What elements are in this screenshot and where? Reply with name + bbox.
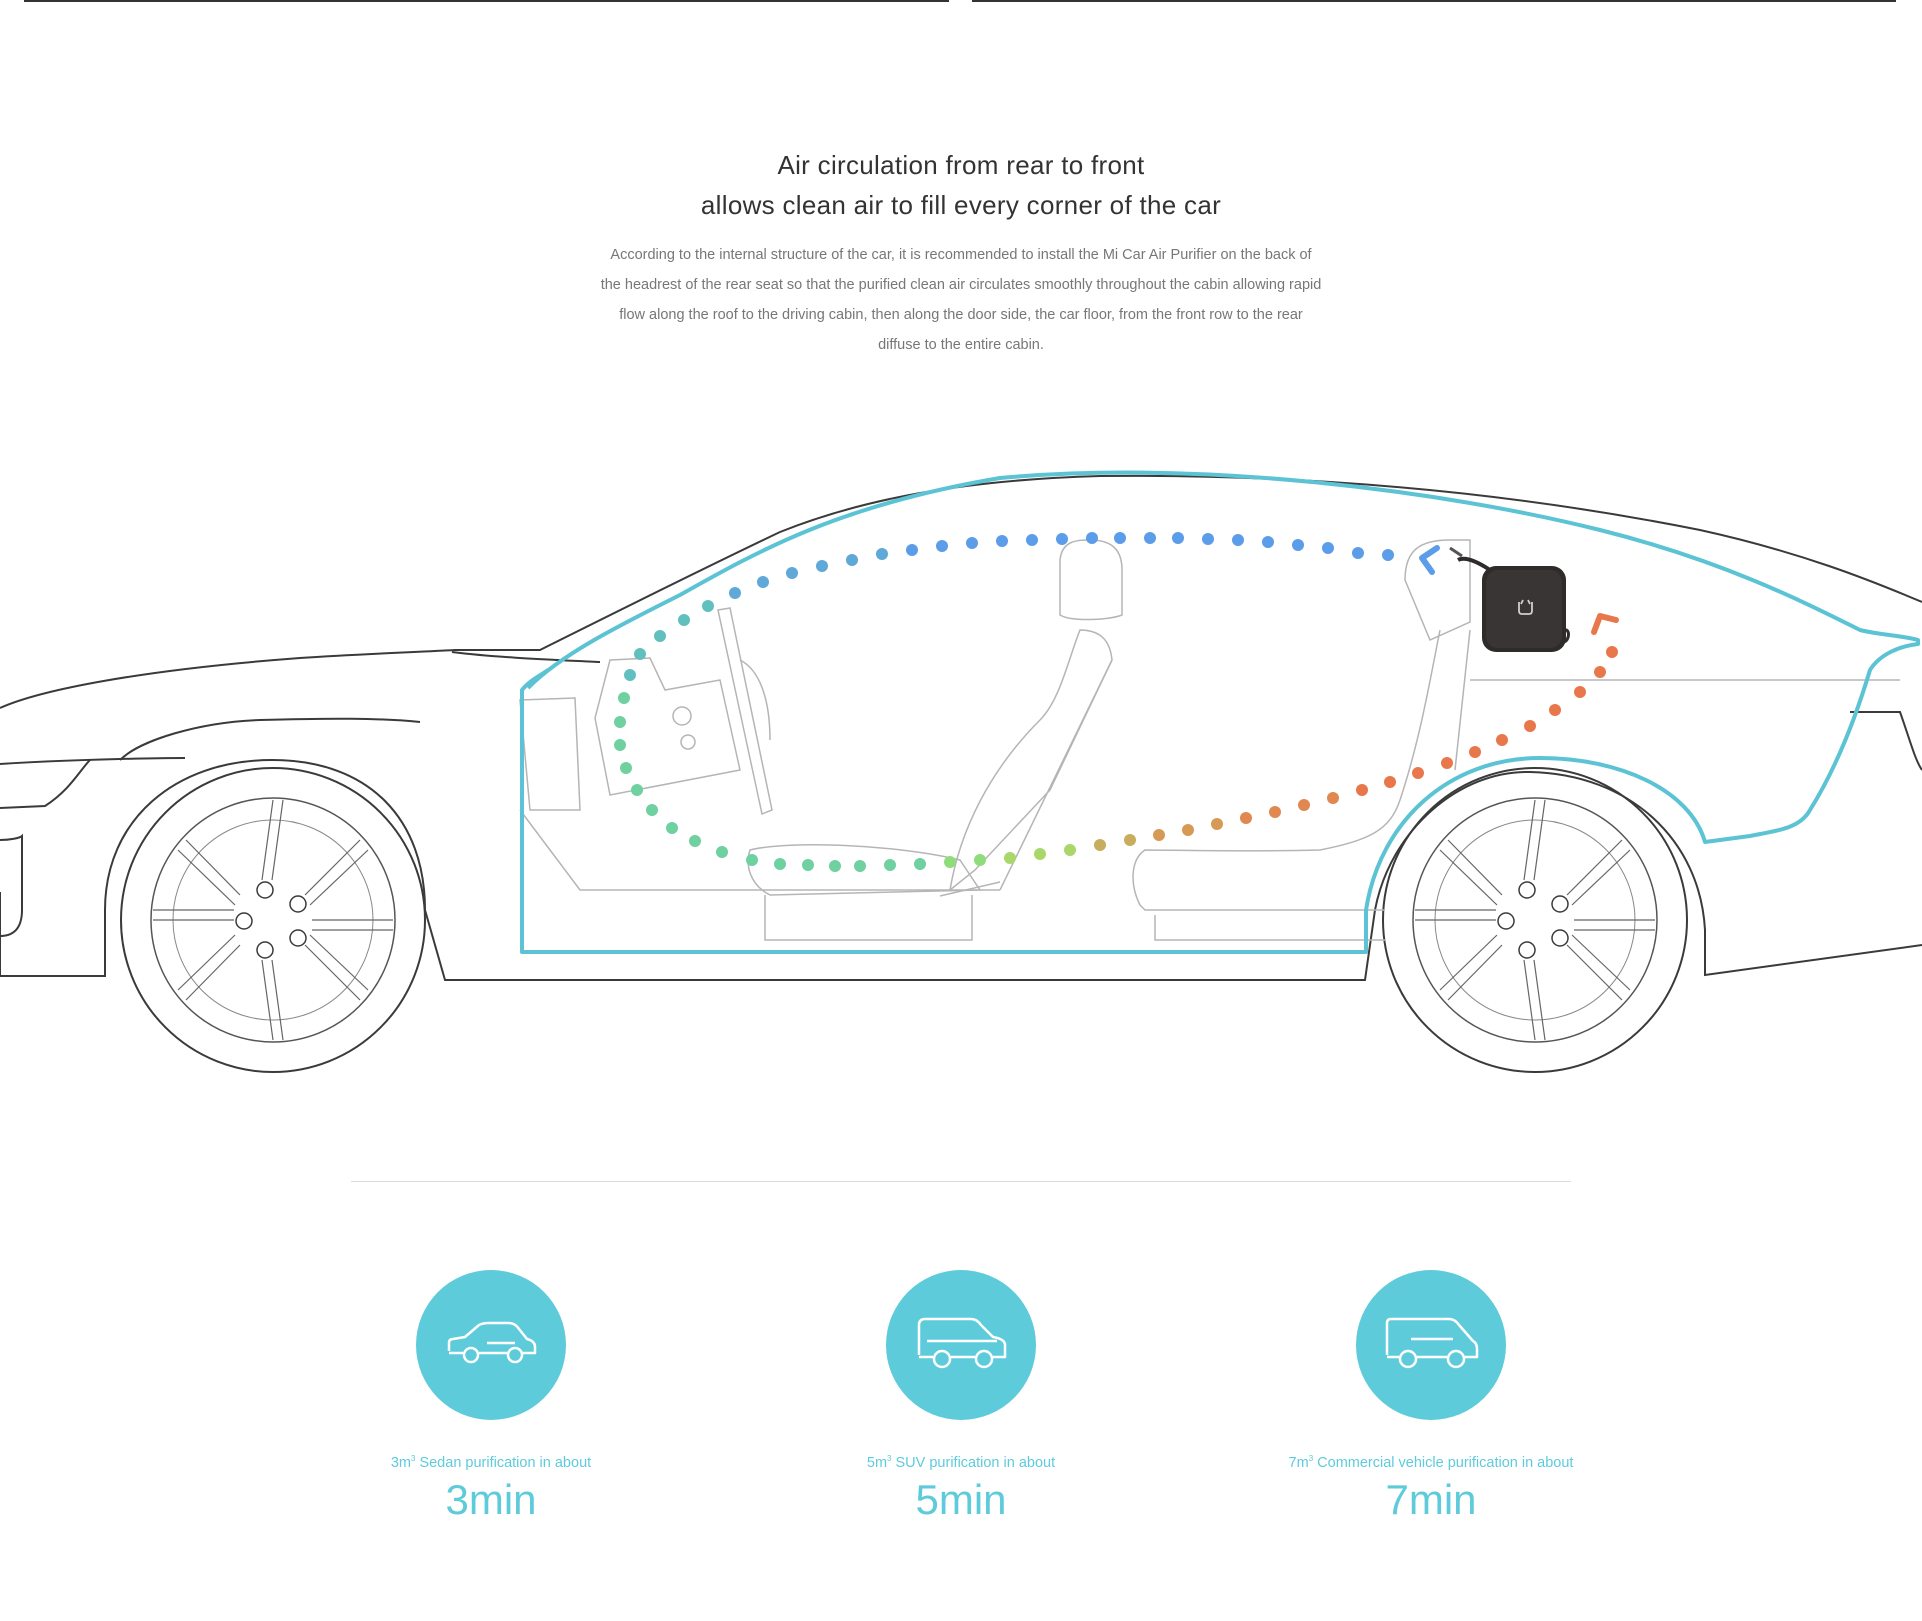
stat-sedan: 3m3 Sedan purification in about 3min xyxy=(291,1270,691,1526)
rear-wheel xyxy=(1382,767,1688,1073)
suv-icon-badge xyxy=(886,1270,1036,1420)
van-icon xyxy=(1385,1317,1479,1369)
stat-van-caption: 7m3 Commercial vehicle purification in a… xyxy=(1288,1454,1574,1471)
section-heading: Air circulation from rear to front allow… xyxy=(0,145,1922,225)
stat-van-time: 7min xyxy=(1385,1475,1477,1523)
airflow-arrow-orange xyxy=(1591,613,1619,635)
stat-suv-caption: 5m3 SUV purification in about xyxy=(866,1454,1056,1471)
stat-suv: 5m3 SUV purification in about 5min xyxy=(761,1270,1161,1526)
mi-logo-icon xyxy=(1518,599,1533,615)
heading-line-2: allows clean air to fill every corner of… xyxy=(700,190,1222,220)
airflow-dots xyxy=(614,532,1618,872)
stat-van: 7m3 Commercial vehicle purification in a… xyxy=(1231,1270,1631,1526)
section-description: According to the internal structure of t… xyxy=(600,247,1322,353)
section-divider xyxy=(351,1181,1571,1182)
cabin-interior xyxy=(519,539,1900,941)
van-icon-badge xyxy=(1356,1270,1506,1420)
heading-line-1: Air circulation from rear to front xyxy=(777,150,1145,180)
sedan-icon xyxy=(447,1321,537,1364)
sedan-icon-badge xyxy=(416,1270,566,1420)
cabin-outline xyxy=(520,470,1920,954)
front-wheel xyxy=(120,767,426,1073)
stat-suv-time: 5min xyxy=(915,1475,1007,1523)
car-airflow-illustration xyxy=(0,470,1922,1073)
purifier-device xyxy=(1449,546,1570,652)
top-divider-right xyxy=(972,0,1896,2)
airflow-arrow-blue xyxy=(1419,545,1440,575)
suv-icon xyxy=(917,1317,1007,1369)
stat-sedan-time: 3min xyxy=(445,1475,537,1523)
top-divider-left xyxy=(24,0,949,2)
stat-sedan-caption: 3m3 Sedan purification in about xyxy=(390,1454,592,1471)
